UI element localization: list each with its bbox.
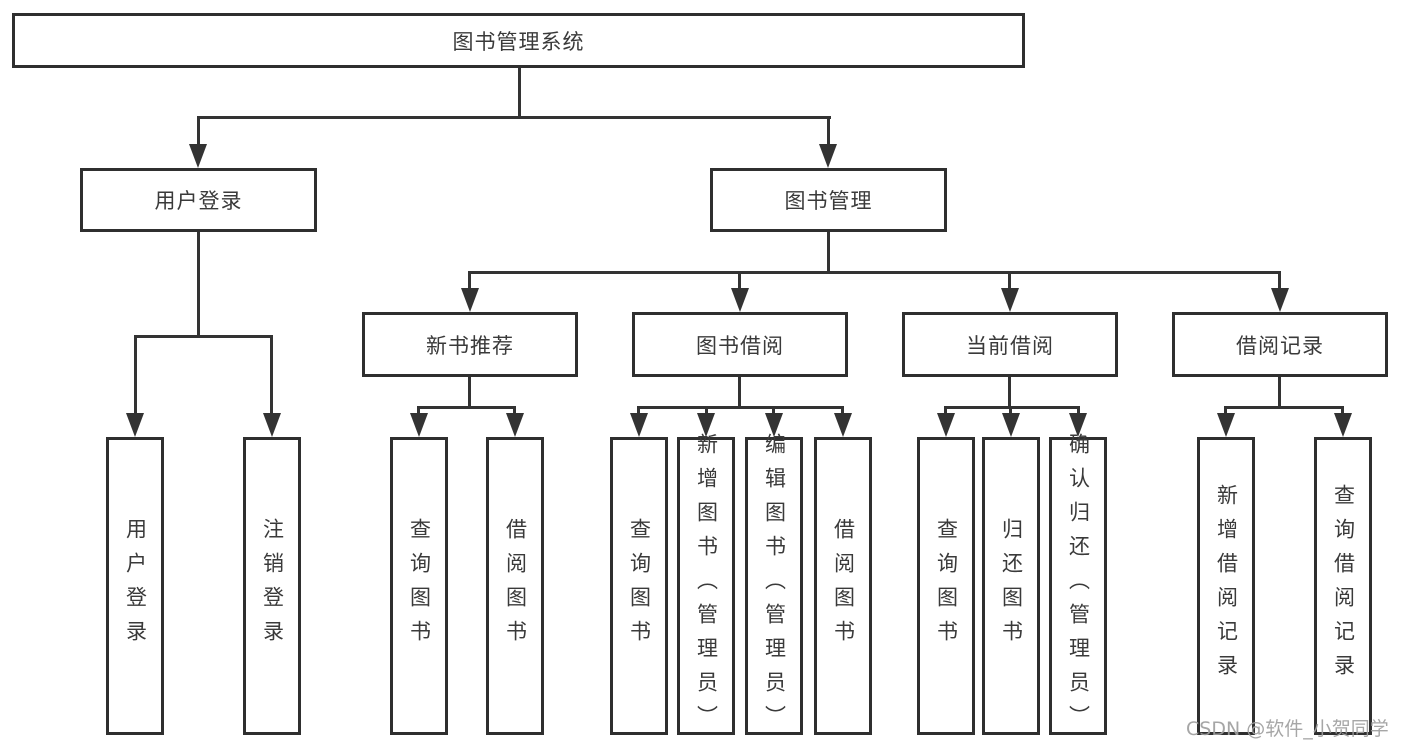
connector-line <box>468 271 1281 274</box>
node-label: 确认归还（管理员） <box>1066 433 1091 739</box>
connector-line <box>270 335 273 415</box>
connector-line <box>1341 406 1344 416</box>
node-label: 借阅图书 <box>503 518 528 654</box>
arrow-down-icon <box>765 413 783 437</box>
connector-line <box>1278 271 1281 290</box>
leaf-logout: 注销登录 <box>243 437 301 735</box>
arrow-down-icon <box>1271 288 1289 312</box>
arrow-down-icon <box>506 413 524 437</box>
connector-line <box>637 406 844 409</box>
connector-line <box>1224 406 1227 416</box>
node-current-borrow: 当前借阅 <box>902 312 1118 377</box>
node-book-borrow: 图书借阅 <box>632 312 848 377</box>
connector-line <box>417 406 420 416</box>
arrow-down-icon <box>410 413 428 437</box>
leaf-query-books-3: 查询图书 <box>917 437 975 735</box>
connector-line <box>827 232 830 273</box>
node-label: 用户登录 <box>123 518 148 654</box>
csdn-watermark: CSDN @软件_小贺同学 <box>1186 718 1389 740</box>
node-label: 借阅记录 <box>1236 333 1324 358</box>
node-book-management: 图书管理 <box>710 168 947 232</box>
connector-line <box>944 406 1080 409</box>
arrow-down-icon <box>1334 413 1352 437</box>
connector-line <box>197 232 200 337</box>
leaf-edit-books-admin: 编辑图书（管理员） <box>745 433 803 739</box>
node-label: 查询图书 <box>407 518 432 654</box>
arrow-down-icon <box>697 413 715 437</box>
node-label: 新增借阅记录 <box>1214 484 1239 688</box>
connector-line <box>827 116 830 146</box>
leaf-return-books: 归还图书 <box>982 437 1040 735</box>
node-label: 新增图书（管理员） <box>694 433 719 739</box>
connector-line <box>1278 377 1281 408</box>
connector-line <box>1224 406 1344 409</box>
arrow-down-icon <box>834 413 852 437</box>
arrow-down-icon <box>731 288 749 312</box>
connector-line <box>841 406 844 416</box>
connector-line <box>134 335 273 338</box>
connector-line <box>637 406 640 416</box>
leaf-confirm-return-admin: 确认归还（管理员） <box>1049 433 1107 739</box>
node-new-book-recommend: 新书推荐 <box>362 312 578 377</box>
arrow-down-icon <box>126 413 144 437</box>
connector-line <box>417 406 516 409</box>
node-label: 图书管理系统 <box>452 29 585 54</box>
node-label: 查询图书 <box>934 518 959 654</box>
node-library-system: 图书管理系统 <box>12 13 1025 68</box>
arrow-down-icon <box>1002 413 1020 437</box>
arrow-down-icon <box>461 288 479 312</box>
arrow-down-icon <box>937 413 955 437</box>
connector-line <box>197 116 200 146</box>
arrow-down-icon <box>189 144 207 168</box>
leaf-query-books-2: 查询图书 <box>610 437 668 735</box>
connector-line <box>705 406 708 416</box>
connector-line <box>738 271 741 290</box>
arrow-down-icon <box>1001 288 1019 312</box>
connector-line <box>1009 406 1012 416</box>
leaf-add-borrow-record: 新增借阅记录 <box>1197 437 1255 735</box>
leaf-borrow-books-2: 借阅图书 <box>814 437 872 735</box>
node-user-login: 用户登录 <box>80 168 317 232</box>
connector-line <box>772 406 775 416</box>
arrow-down-icon <box>263 413 281 437</box>
connector-line <box>513 406 516 416</box>
arrow-down-icon <box>819 144 837 168</box>
leaf-query-borrow-record: 查询借阅记录 <box>1314 437 1372 735</box>
leaf-query-books-1: 查询图书 <box>390 437 448 735</box>
leaf-add-books-admin: 新增图书（管理员） <box>677 433 735 739</box>
node-label: 编辑图书（管理员） <box>762 433 787 739</box>
connector-line <box>1077 406 1080 416</box>
connector-line <box>197 116 831 119</box>
connector-line <box>518 68 521 118</box>
leaf-borrow-books-1: 借阅图书 <box>486 437 544 735</box>
connector-line <box>134 335 137 415</box>
arrow-down-icon <box>630 413 648 437</box>
connector-line <box>738 377 741 408</box>
node-label: 查询图书 <box>627 518 652 654</box>
node-label: 用户登录 <box>154 189 243 213</box>
connector-line <box>468 377 471 408</box>
connector-line <box>1008 377 1011 408</box>
node-label: 借阅图书 <box>831 518 856 654</box>
connector-line <box>1008 271 1011 290</box>
connector-line <box>468 271 471 290</box>
node-label: 注销登录 <box>260 518 285 654</box>
node-label: 新书推荐 <box>426 333 514 358</box>
node-borrow-records: 借阅记录 <box>1172 312 1388 377</box>
arrow-down-icon <box>1069 413 1087 437</box>
node-label: 图书借阅 <box>696 333 784 358</box>
connector-line <box>944 406 947 416</box>
node-label: 当前借阅 <box>966 333 1054 358</box>
arrow-down-icon <box>1217 413 1235 437</box>
node-label: 查询借阅记录 <box>1331 484 1356 688</box>
leaf-user-login: 用户登录 <box>106 437 164 735</box>
node-label: 归还图书 <box>999 518 1024 654</box>
node-label: 图书管理 <box>784 189 873 213</box>
